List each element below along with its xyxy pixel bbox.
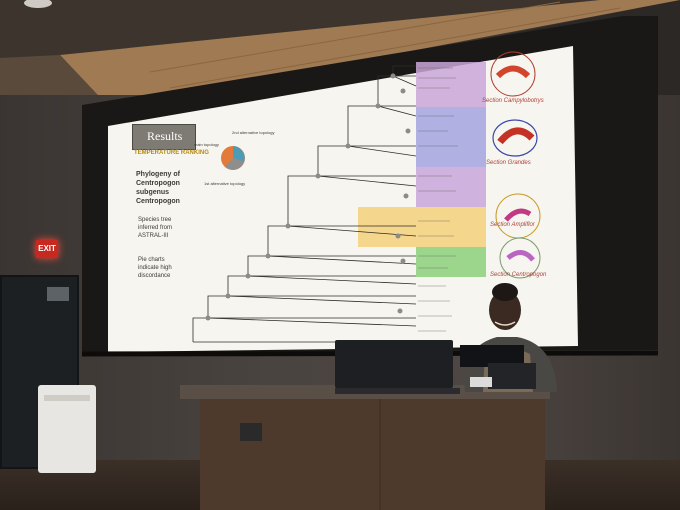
legend-first-topology: 1st alternative topology bbox=[204, 181, 246, 186]
slide-heading: Phylogeny of Centropogon subgenus Centro… bbox=[136, 171, 180, 205]
pie-chart-legend bbox=[221, 146, 245, 170]
phylogenetic-tree bbox=[192, 62, 486, 343]
section-ampliflor: Section Ampliflor bbox=[490, 222, 535, 228]
air-purifier bbox=[38, 385, 96, 473]
podium-desk bbox=[180, 385, 550, 510]
legend-second-topology: 2nd alternative topology bbox=[232, 130, 275, 135]
purifier-vent bbox=[44, 395, 90, 401]
podium-monitor bbox=[460, 345, 536, 389]
laptop bbox=[335, 340, 460, 394]
section-campylobotrys: Section Campylobotrys bbox=[482, 98, 544, 104]
section-grandes: Section Grandes bbox=[486, 160, 531, 166]
slide: Results TEMPERATURE RANKING main topolog… bbox=[108, 46, 578, 352]
bullet-1: Species tree inferred from ASTRAL-III bbox=[138, 217, 173, 239]
results-label: Results bbox=[147, 129, 183, 143]
door-window bbox=[47, 287, 69, 301]
exit-sign: EXIT bbox=[36, 240, 58, 258]
flower-illustrations bbox=[490, 51, 541, 279]
section-centropogon: Section Centropogon bbox=[490, 272, 547, 278]
legend-main-topology: main topology bbox=[194, 142, 219, 147]
slide-subtitle: TEMPERATURE RANKING bbox=[134, 150, 209, 156]
wooden-ceiling bbox=[0, 0, 680, 110]
bullet-2: Pie charts indicate high discordance bbox=[138, 257, 172, 279]
results-badge: Results bbox=[132, 124, 196, 150]
